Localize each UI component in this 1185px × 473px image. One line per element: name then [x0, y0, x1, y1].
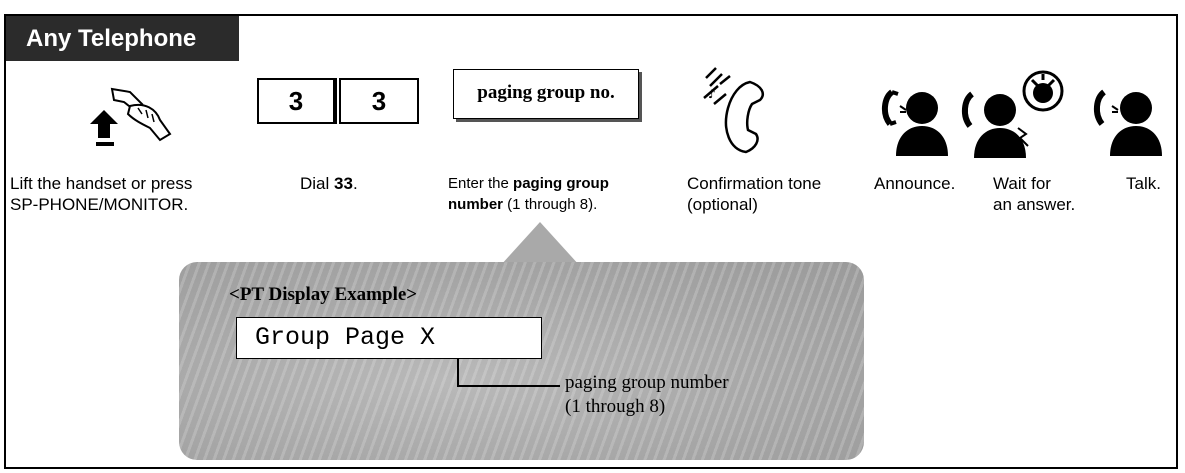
digit-key-1: 3: [257, 78, 335, 124]
lift-line1: Lift the handset or press: [10, 174, 193, 193]
enter-bold2: number: [448, 196, 504, 213]
wait-line1: Wait for: [993, 174, 1051, 193]
confirm-line1: Confirmation tone: [687, 174, 822, 193]
person-talk-icon: [1094, 89, 1162, 156]
ringing-speaker-icon: [1022, 70, 1064, 112]
enter-suffix: (1 through 8).: [503, 196, 598, 213]
panel-pointer: [500, 222, 580, 266]
digit-key-2: 3: [339, 78, 419, 124]
display-example-title: <PT Display Example>: [229, 284, 418, 305]
wait-instruction: Wait for an answer.: [993, 173, 1075, 215]
person-announce-icon: [882, 89, 948, 156]
ringing-handset-icon: ♪: [703, 67, 764, 154]
svg-text:♪: ♪: [708, 87, 716, 101]
display-callout: paging group number (1 through 8): [565, 371, 729, 419]
enter-prefix: Enter the: [448, 175, 514, 192]
top-rule: [239, 14, 1178, 16]
confirm-line2: (optional): [687, 195, 758, 214]
display-example-panel: [179, 262, 864, 460]
pt-display-screen: Group Page X: [236, 317, 542, 359]
enter-bold1: paging group: [513, 175, 609, 192]
section-tab: Any Telephone: [6, 16, 239, 61]
dial-suffix: .: [352, 174, 358, 193]
dial-prefix: Dial: [300, 174, 335, 193]
enter-instruction: Enter the paging group number (1 through…: [448, 173, 609, 215]
lift-instruction: Lift the handset or press SP-PHONE/MONIT…: [10, 173, 192, 215]
dial-instruction: Dial 33.: [300, 173, 358, 194]
confirm-instruction: Confirmation tone (optional): [687, 173, 821, 215]
person-wait-icon: [962, 91, 1029, 158]
callout-line2: (1 through 8): [565, 396, 666, 417]
section-title: Any Telephone: [26, 25, 197, 52]
wait-line2: an answer.: [993, 195, 1076, 214]
announce-instruction: Announce.: [874, 174, 956, 193]
callout-leader-line: [457, 359, 560, 387]
dial-number: 33: [334, 174, 353, 193]
digit-divider: [333, 78, 337, 124]
callout-line1: paging group number: [565, 372, 729, 393]
handset-lift-icon: [90, 87, 172, 146]
lift-line2: SP-PHONE/MONITOR.: [10, 195, 189, 214]
talk-instruction: Talk.: [1126, 174, 1161, 193]
paging-group-box: paging group no.: [453, 69, 639, 119]
